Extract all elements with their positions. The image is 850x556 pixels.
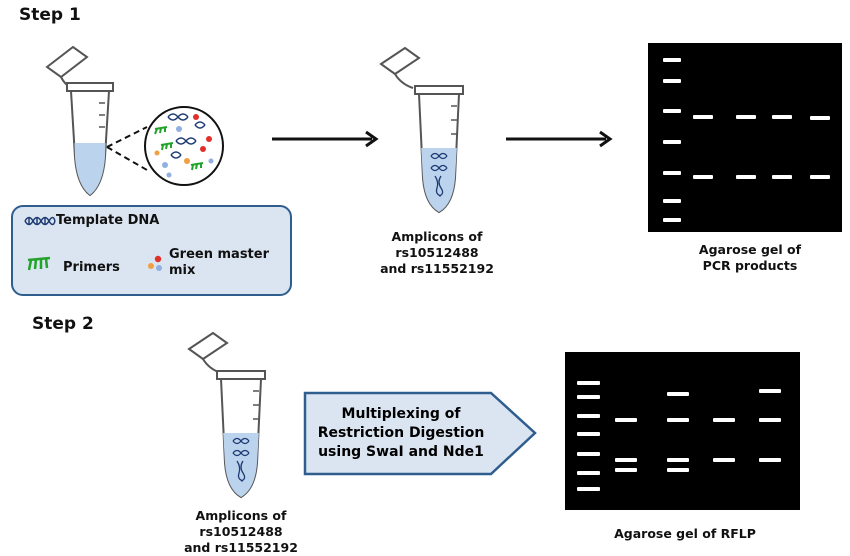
sample-band — [667, 392, 689, 396]
ladder-band — [663, 79, 681, 83]
sample-band — [759, 389, 781, 393]
ladder-band — [577, 452, 600, 456]
ladder-band — [577, 432, 600, 436]
step1-label: Step 1 — [19, 5, 81, 25]
pcr-gel-caption: Agarose gel of PCR products — [698, 242, 802, 273]
zoom-lines — [106, 126, 148, 171]
rflp-gel-caption: Agarose gel of RFLP — [614, 526, 756, 541]
ladder-band — [663, 199, 681, 203]
sample-band — [810, 116, 830, 120]
reagent-legend — [11, 205, 292, 296]
ladder-band — [663, 58, 681, 62]
amplicons-caption-1: Amplicons of rs10512488 and rs11552192 — [380, 229, 494, 276]
legend-primers: Primers — [63, 260, 120, 275]
ladder-band — [663, 218, 681, 222]
ladder-band — [663, 171, 681, 175]
primer-icon — [154, 126, 204, 171]
sample-band — [759, 458, 781, 462]
restriction-digestion-arrow — [303, 391, 537, 476]
ladder-band — [577, 414, 600, 418]
sample-band — [667, 468, 689, 472]
sample-band — [693, 115, 713, 119]
legend-green-master-mix: Green master mix — [169, 247, 269, 278]
sample-band — [693, 175, 713, 179]
rflp-gel — [565, 352, 800, 510]
sample-band — [615, 418, 637, 422]
sample-band — [615, 458, 637, 462]
master-mix-icon — [148, 255, 162, 271]
ladder-band — [663, 140, 681, 144]
pcr-tube-reagents — [45, 45, 114, 197]
sample-band — [713, 458, 735, 462]
ladder-band — [577, 487, 600, 491]
ladder-band — [577, 395, 600, 399]
primers-legend-icon — [27, 256, 51, 271]
legend-template-dna: Template DNA — [56, 213, 160, 228]
sample-band — [736, 115, 756, 119]
step2-label: Step 2 — [32, 314, 94, 334]
sample-band — [667, 418, 689, 422]
restriction-digestion-label: Multiplexing of Restriction Digestion us… — [317, 406, 485, 460]
sample-band — [759, 418, 781, 422]
sample-band — [772, 175, 792, 179]
ladder-band — [663, 109, 681, 113]
amplicons-caption-2: Amplicons of rs10512488 and rs11552192 — [184, 508, 298, 555]
amplicon-tube-2 — [187, 331, 266, 499]
sample-band — [615, 468, 637, 472]
sample-band — [810, 175, 830, 179]
sample-band — [713, 418, 735, 422]
sample-band — [772, 115, 792, 119]
dna-helix-icon — [167, 113, 206, 159]
sample-band — [667, 458, 689, 462]
reagent-zoom-circle — [144, 106, 224, 186]
ladder-band — [577, 471, 600, 475]
template-dna-icon — [24, 216, 56, 226]
ladder-band — [577, 381, 600, 385]
arrow-right-1 — [272, 130, 379, 148]
sample-band — [736, 175, 756, 179]
amplicon-tube-1 — [379, 46, 464, 214]
arrow-right-2 — [506, 130, 613, 148]
pcr-gel — [648, 43, 842, 232]
